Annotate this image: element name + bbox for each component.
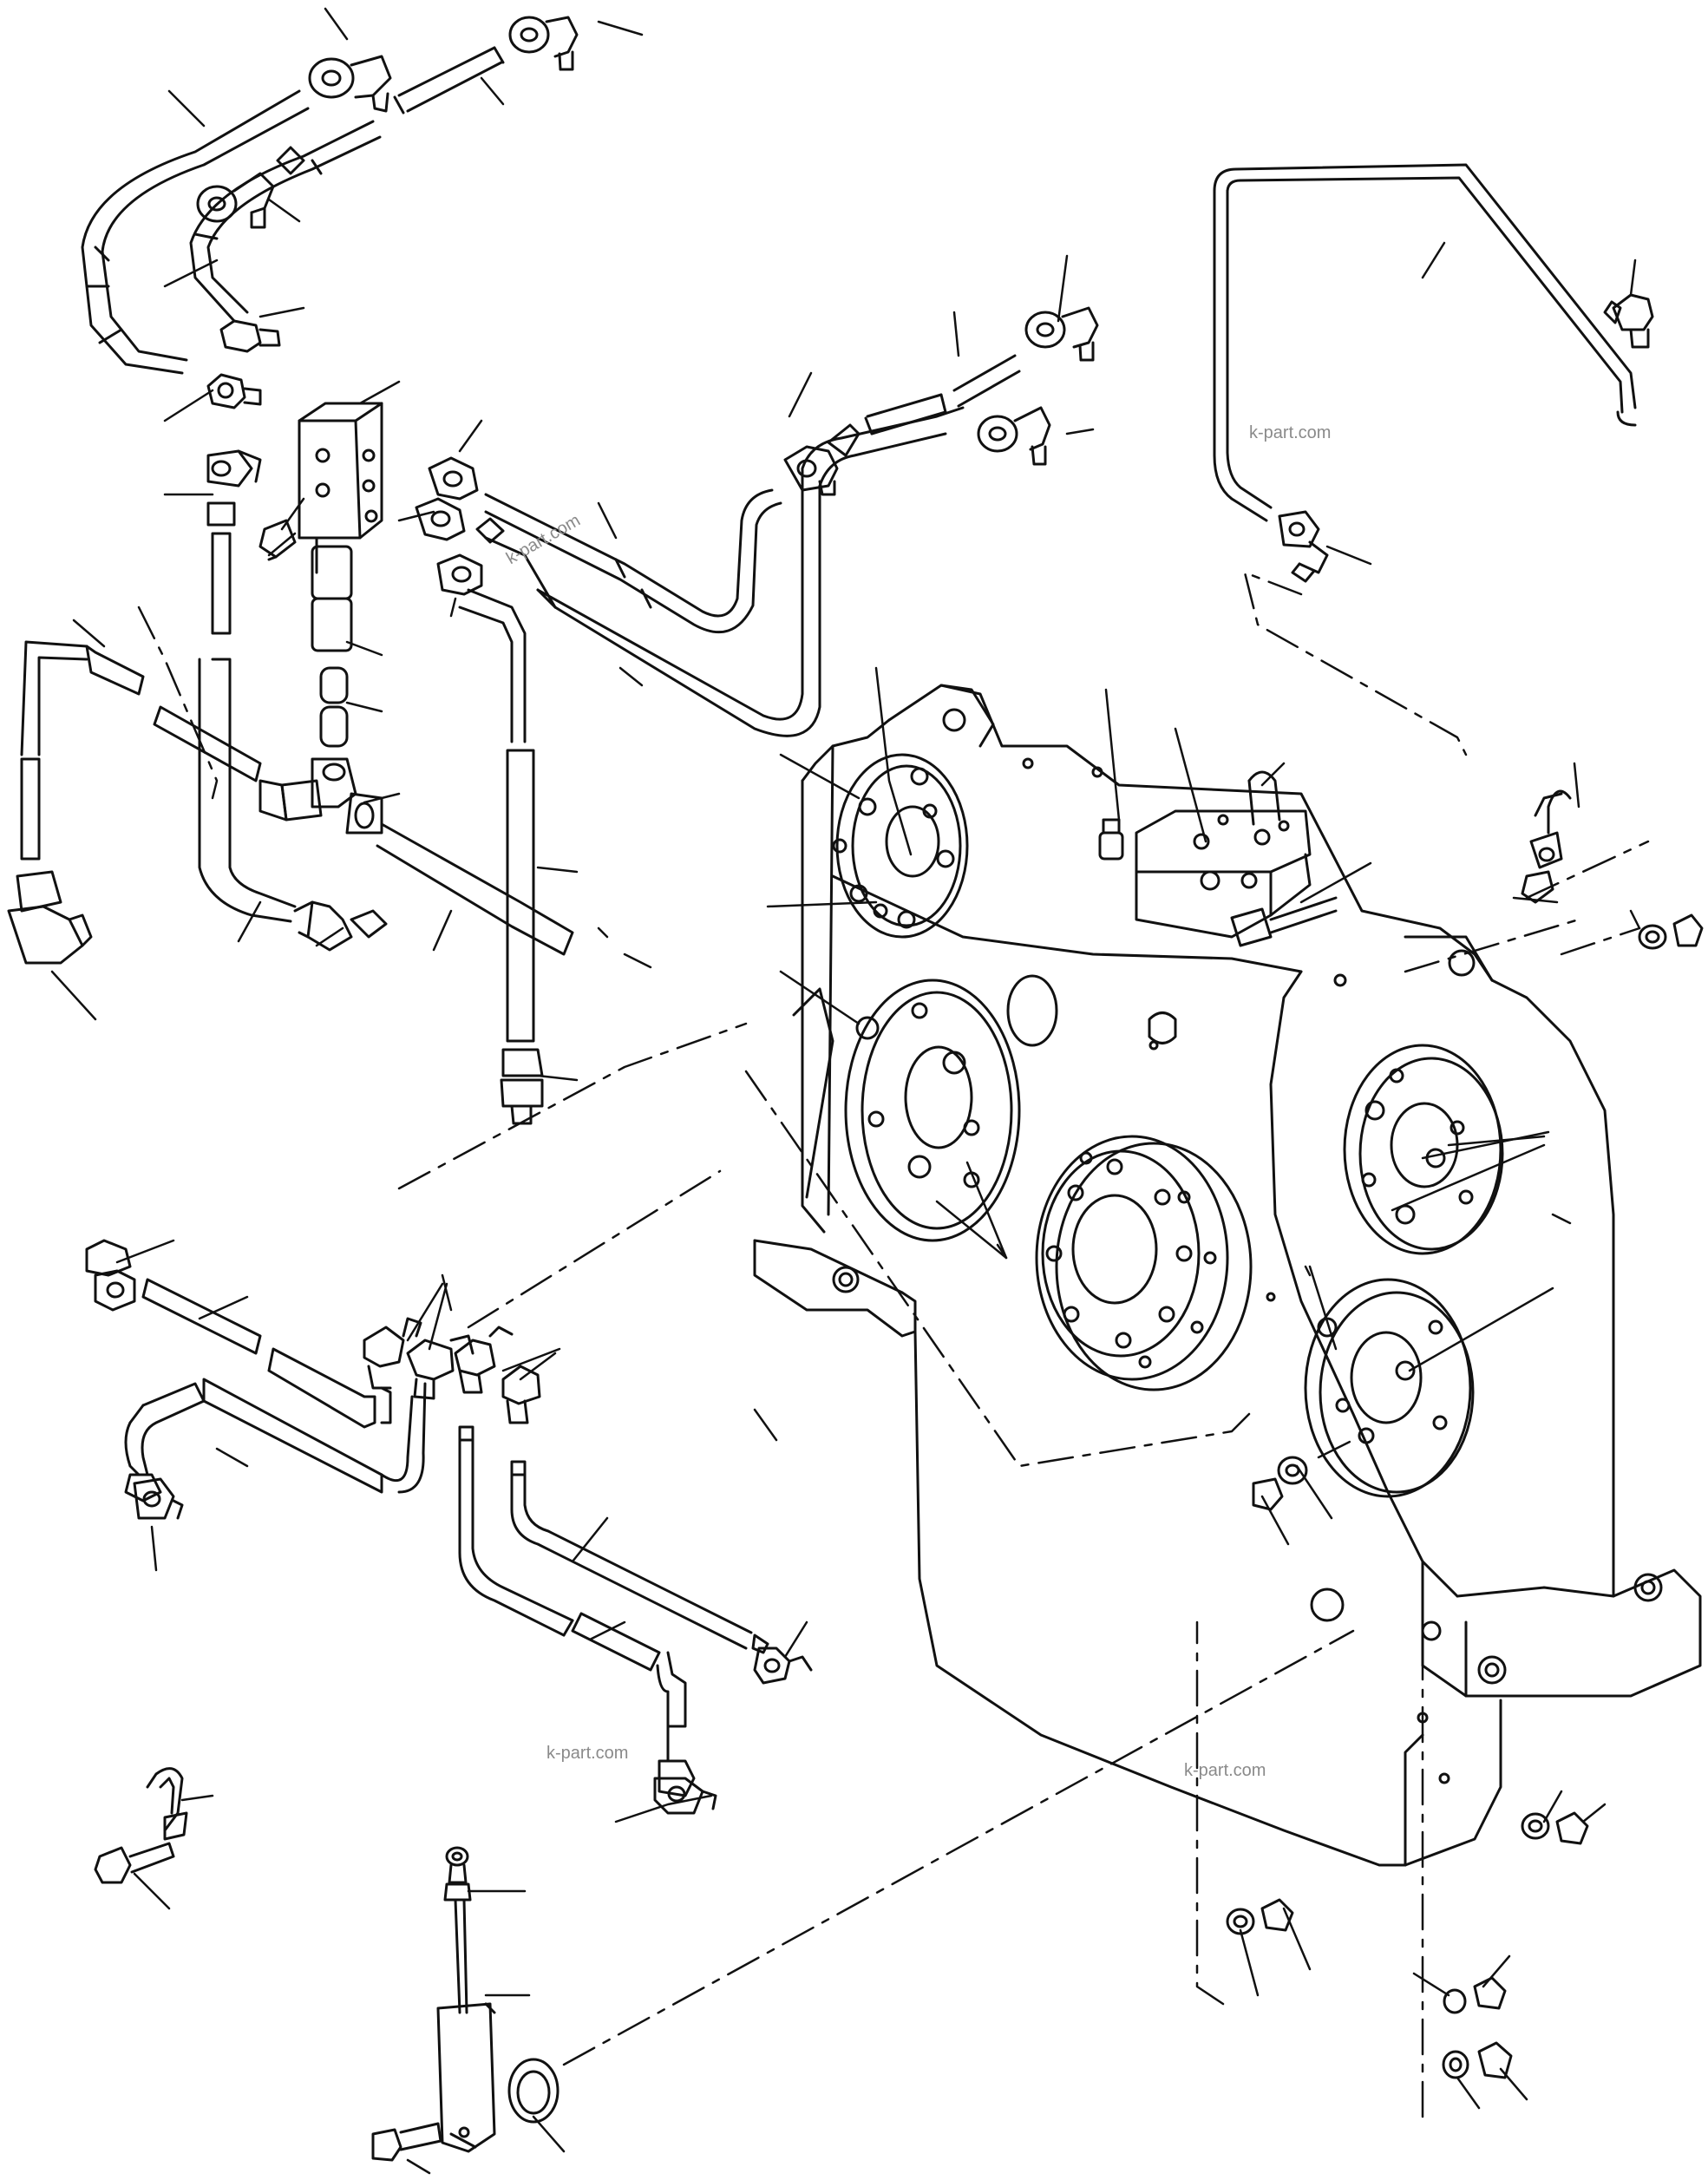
lower-left-hose-assembly <box>85 1239 474 1520</box>
leader-lines <box>50 7 1641 2175</box>
left-elbow-top <box>198 449 297 923</box>
dashed-leader-lines <box>137 571 1650 2118</box>
watermark: k-part.com <box>1249 423 1332 442</box>
center-left-flange <box>844 979 1021 1242</box>
watermark: k-part.com <box>546 1744 629 1763</box>
upper-right-flange <box>1343 1044 1504 1255</box>
tee-fitting-assembly <box>258 536 383 835</box>
lower-right-flange <box>1304 1278 1475 1498</box>
block-bolt <box>1230 896 1338 947</box>
top-bolt <box>1098 818 1124 861</box>
plug <box>1148 1011 1177 1044</box>
top-left-hose-assembly <box>81 16 579 409</box>
inspection-port <box>1006 974 1058 1047</box>
center-large-flange <box>1035 1135 1253 1391</box>
valve-block <box>298 402 383 540</box>
lower-middle-hose-assembly <box>454 1326 813 1815</box>
clip-and-bolt <box>94 1767 188 1884</box>
center-plug <box>1252 1456 1308 1511</box>
upper-left-flange <box>832 753 969 939</box>
tee-to-right-hose <box>293 822 574 956</box>
left-long-hose <box>7 640 262 965</box>
block-connectors <box>415 456 505 596</box>
top-right-loop-pipe <box>1213 163 1654 583</box>
transmission-housing <box>753 684 1702 1867</box>
right-side-fittings <box>1521 789 1704 950</box>
watermark: k-part.com <box>1184 1761 1266 1780</box>
vertical-hose-middle <box>458 588 544 1125</box>
dipstick-assembly <box>371 1846 560 2162</box>
valve-block-mounted <box>1135 770 1312 939</box>
lower-right-plugs <box>1226 1811 1589 2079</box>
right-pipes-upper <box>484 306 1099 737</box>
